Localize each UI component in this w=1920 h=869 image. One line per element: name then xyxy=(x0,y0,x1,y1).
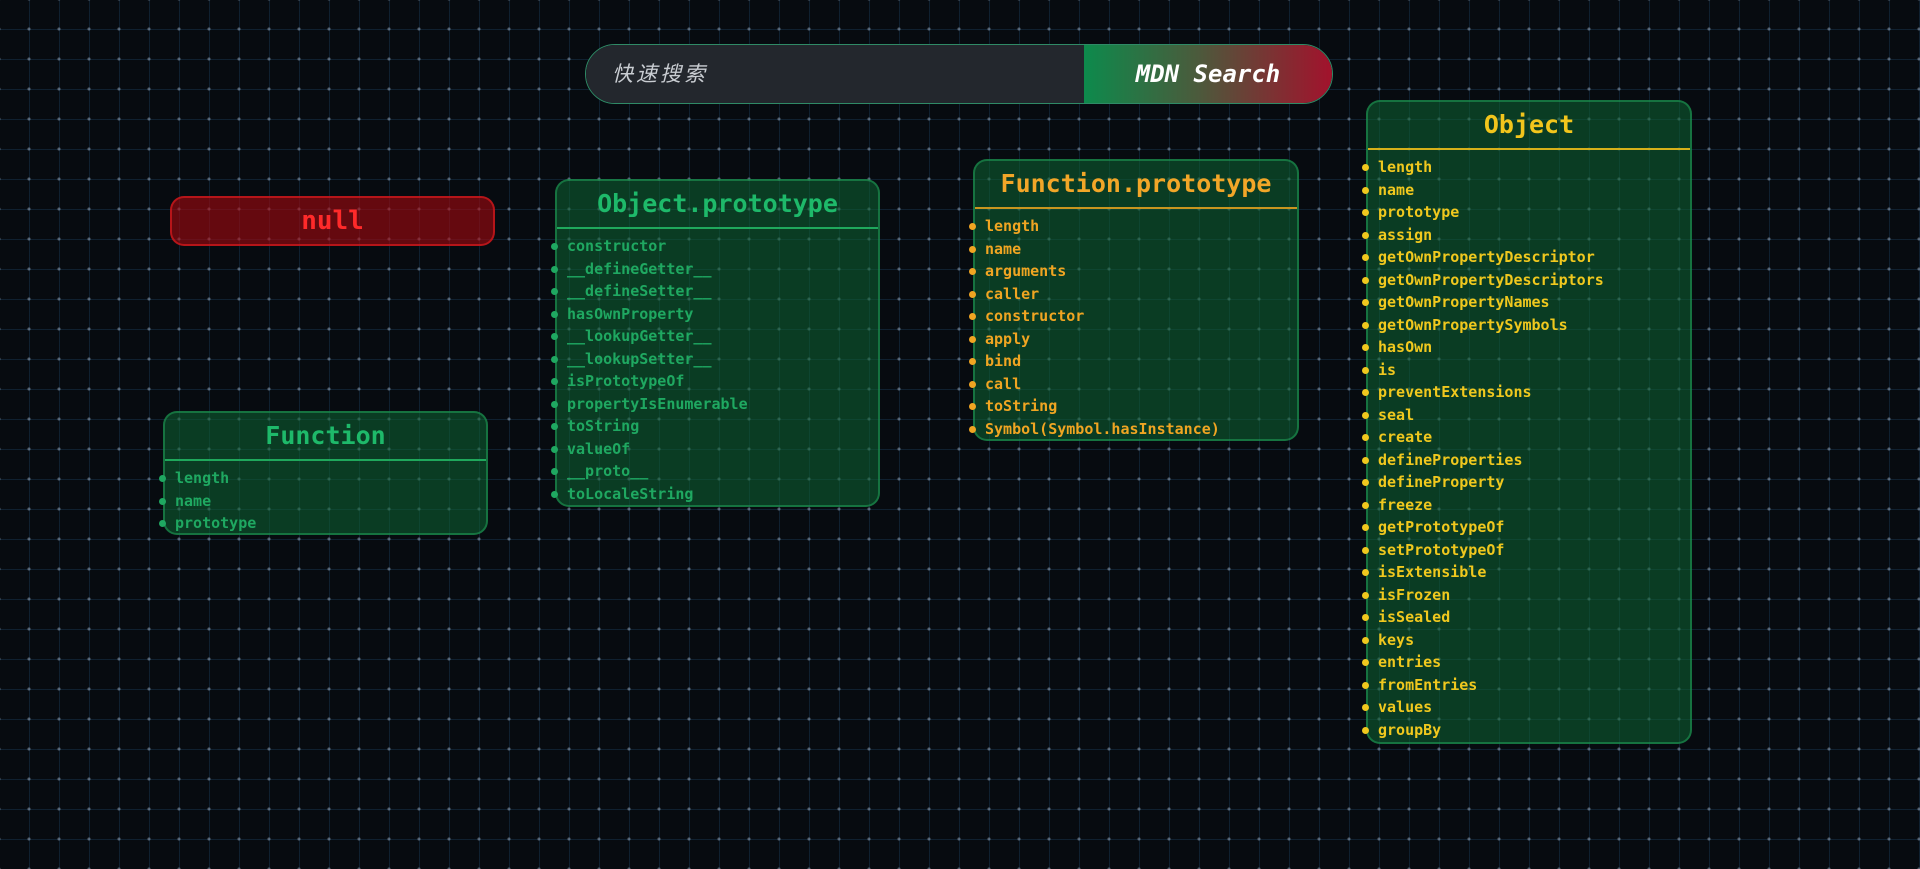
object-prototype-prop[interactable]: __defineSetter__ xyxy=(551,280,878,303)
object-prop[interactable]: defineProperties xyxy=(1362,449,1690,472)
object-prop[interactable]: setPrototypeOf xyxy=(1362,539,1690,562)
object-prop[interactable]: getOwnPropertyDescriptor xyxy=(1362,246,1690,269)
object-prop[interactable]: entries xyxy=(1362,651,1690,674)
mdn-search-button[interactable]: MDN Search xyxy=(1084,45,1332,103)
object-prop[interactable]: getPrototypeOf xyxy=(1362,516,1690,539)
object-prop[interactable]: values xyxy=(1362,696,1690,719)
object-prop[interactable]: getOwnPropertyDescriptors xyxy=(1362,269,1690,292)
function-prototype-prop[interactable]: length xyxy=(969,215,1297,238)
object-prop[interactable]: length xyxy=(1362,156,1690,179)
object-prototype-prop[interactable]: propertyIsEnumerable xyxy=(551,393,878,416)
object-prop[interactable]: is xyxy=(1362,359,1690,382)
object-prop[interactable]: keys xyxy=(1362,629,1690,652)
node-divider xyxy=(1368,148,1690,150)
function-prop[interactable]: prototype xyxy=(159,512,486,535)
object-prototype-prop[interactable]: valueOf xyxy=(551,438,878,461)
object-prop[interactable]: getOwnPropertyNames xyxy=(1362,291,1690,314)
object-prop[interactable]: preventExtensions xyxy=(1362,381,1690,404)
function-prototype-prop[interactable]: name xyxy=(969,238,1297,261)
object-prop[interactable]: isExtensible xyxy=(1362,561,1690,584)
function-prototype-prop[interactable]: call xyxy=(969,373,1297,396)
node-divider xyxy=(975,207,1297,209)
node-object-prototype-title: Object.prototype xyxy=(597,189,838,218)
object-prop[interactable]: name xyxy=(1362,179,1690,202)
object-prop[interactable]: assign xyxy=(1362,224,1690,247)
object-prototype-prop[interactable]: toLocaleString xyxy=(551,483,878,506)
object-prototype-prop[interactable]: __proto__ xyxy=(551,460,878,483)
node-function-title: Function xyxy=(265,421,386,450)
function-prop[interactable]: name xyxy=(159,490,486,513)
object-prop[interactable]: seal xyxy=(1362,404,1690,427)
object-prototype-prop[interactable]: __defineGetter__ xyxy=(551,258,878,281)
function-prototype-prop[interactable]: toString xyxy=(969,395,1297,418)
object-prototype-prop[interactable]: constructor xyxy=(551,235,878,258)
function-prop[interactable]: length xyxy=(159,467,486,490)
function-prototype-prop[interactable]: bind xyxy=(969,350,1297,373)
function-prototype-prop[interactable]: arguments xyxy=(969,260,1297,283)
prop-list: constructor__defineGetter____defineSette… xyxy=(551,229,878,506)
object-prop[interactable]: hasOwn xyxy=(1362,336,1690,359)
object-prop[interactable]: fromEntries xyxy=(1362,674,1690,697)
object-prop[interactable]: isFrozen xyxy=(1362,584,1690,607)
function-prototype-prop[interactable]: constructor xyxy=(969,305,1297,328)
object-prototype-prop[interactable]: __lookupGetter__ xyxy=(551,325,878,348)
object-prop[interactable]: defineProperty xyxy=(1362,471,1690,494)
function-prototype-prop[interactable]: apply xyxy=(969,328,1297,351)
node-function-prototype-title: Function.prototype xyxy=(1000,169,1272,198)
node-divider xyxy=(557,227,878,229)
object-prop[interactable]: isSealed xyxy=(1362,606,1690,629)
object-prop[interactable]: prototype xyxy=(1362,201,1690,224)
object-prop[interactable]: create xyxy=(1362,426,1690,449)
node-divider xyxy=(165,459,486,461)
search-bar: MDN Search xyxy=(585,44,1333,104)
object-prototype-prop[interactable]: toString xyxy=(551,415,878,438)
node-object-title: Object xyxy=(1483,110,1575,139)
node-object-prototype[interactable]: Object.prototype constructor__defineGett… xyxy=(551,179,880,507)
object-prototype-prop[interactable]: isPrototypeOf xyxy=(551,370,878,393)
object-prototype-prop[interactable]: __lookupSetter__ xyxy=(551,348,878,371)
object-prop[interactable]: getOwnPropertySymbols xyxy=(1362,314,1690,337)
object-prop[interactable]: groupBy xyxy=(1362,719,1690,742)
search-input[interactable] xyxy=(586,45,1084,103)
function-prototype-prop[interactable]: Symbol(Symbol.hasInstance) xyxy=(969,418,1297,441)
object-prototype-prop[interactable]: hasOwnProperty xyxy=(551,303,878,326)
node-null-title: null xyxy=(301,206,364,236)
function-prototype-prop[interactable]: caller xyxy=(969,283,1297,306)
node-null[interactable]: null xyxy=(170,196,495,246)
object-prop[interactable]: freeze xyxy=(1362,494,1690,517)
